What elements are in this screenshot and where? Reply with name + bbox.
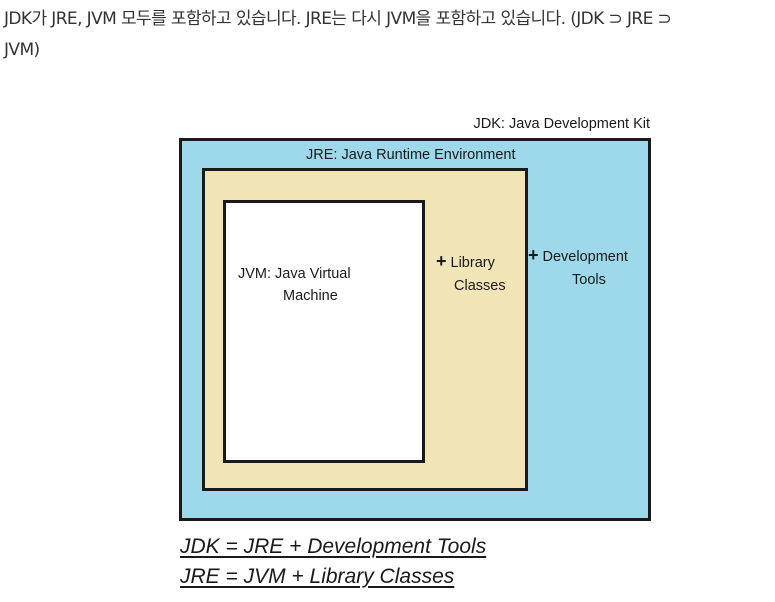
jvm-label-line-1: JVM: Java Virtual [238,266,351,282]
jdk-jre-jvm-diagram: JDK: Java Development Kit JRE: Java Runt… [170,108,660,598]
formula-jdk: JDK = JRE + Development Tools [180,535,487,558]
intro-line-1: JDK가 JRE, JVM 모두를 포함하고 있습니다. JRE는 다시 JVM… [4,9,672,29]
library-classes-label: +Library Classes [436,250,506,298]
intro-line-2: JVM) [4,40,40,60]
jvm-label: JVM: Java Virtual Machine [238,263,351,307]
devtools-label-line-2: Tools [572,272,606,288]
jvm-label-line-2: Machine [283,288,338,304]
jre-label: JRE: Java Runtime Environment [306,147,516,163]
formula-jre: JRE = JVM + Library Classes [180,565,455,588]
development-tools-label: +Development Tools [528,244,628,292]
library-label-line-1: Library [450,255,495,271]
formulas: JDK = JRE + Development Tools JRE = JVM … [180,532,486,592]
plus-icon: + [436,251,447,271]
plus-icon: + [528,245,539,265]
jvm-box [223,200,425,463]
jdk-label: JDK: Java Development Kit [473,116,651,132]
devtools-label-line-1: Development [542,249,628,265]
library-label-line-2: Classes [454,278,506,294]
intro-paragraph: JDK가 JRE, JVM 모두를 포함하고 있습니다. JRE는 다시 JVM… [4,4,775,66]
